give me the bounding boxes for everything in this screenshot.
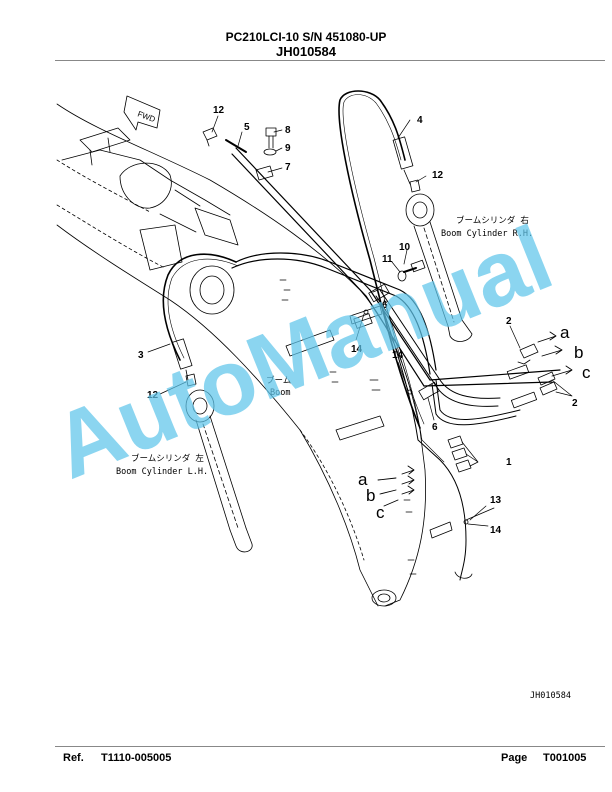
letter-b-left: b [366, 486, 375, 505]
letter-a-left: a [358, 470, 368, 489]
callouts: 12 5 8 9 7 4 12 10 11 2 2 1 3 12 14 14 6… [138, 105, 578, 536]
callout-9: 9 [285, 143, 291, 154]
callout-7: 7 [285, 162, 291, 173]
letter-a-right: a [560, 323, 570, 342]
diagram-code: JH010584 [276, 44, 336, 59]
cylinder-rh-jp-label: ブームシリンダ 右 [456, 215, 529, 226]
hose-4 [338, 90, 425, 429]
boom-cylinder-rh [405, 193, 473, 342]
callout-14-lower: 14 [490, 525, 502, 536]
callout-12-top: 12 [213, 105, 225, 116]
letter-c-left: c [376, 503, 385, 522]
cylinder-lh-jp-label: ブームシリンダ 左 [131, 453, 204, 464]
page-label: Page [501, 752, 528, 764]
callout-2-bottom: 2 [572, 398, 578, 409]
tube-assembly [225, 139, 561, 426]
boom-label: Boom [270, 388, 290, 398]
letter-c-right: c [582, 363, 591, 382]
callout-14-middle: 14 [392, 350, 404, 361]
callout-11: 11 [382, 254, 393, 265]
boom-jp-label: ブーム [266, 375, 291, 386]
callout-14-upper: 14 [351, 344, 363, 355]
callout-10: 10 [399, 242, 411, 253]
ref-label: Ref. [63, 752, 84, 764]
watermark: AutoManual [39, 207, 565, 499]
callout-1: 1 [506, 457, 512, 468]
callout-3: 3 [138, 350, 144, 361]
model-title: PC210LCI-10 S/N 451080-UP [225, 30, 387, 44]
fittings [185, 127, 558, 525]
callout-13: 13 [490, 495, 502, 506]
callout-6-lower: 6 [432, 422, 438, 433]
callout-6-upper: 6 [382, 300, 388, 311]
page-value: T001005 [543, 752, 587, 764]
ref-value: T1110-005005 [101, 752, 172, 764]
connection-arrows [377, 331, 573, 507]
fwd-label: FWD [136, 109, 156, 124]
fwd-arrow: FWD [123, 95, 161, 131]
drawing-number: JH010584 [530, 691, 571, 701]
leader-lines [147, 115, 573, 527]
footer-rule [55, 746, 605, 747]
callout-4: 4 [417, 115, 423, 126]
boom-cylinder-lh [185, 389, 253, 553]
cylinder-lh-label: Boom Cylinder L.H. [116, 467, 208, 477]
diagram-labels: ブームシリンダ 右 Boom Cylinder R.H. ブーム Boom ブー… [116, 215, 571, 701]
hose-13 [379, 299, 495, 581]
connection-letters: a b c a b c [358, 323, 591, 522]
letter-b-right: b [574, 343, 583, 362]
callout-12-left: 12 [147, 390, 159, 401]
cylinder-rh-label: Boom Cylinder R.H. [441, 229, 533, 239]
callout-12-right: 12 [432, 170, 444, 181]
callout-8: 8 [285, 125, 291, 136]
hose-3 [162, 253, 239, 381]
header-rule [55, 60, 605, 61]
callout-5: 5 [244, 122, 250, 133]
callout-2-top: 2 [506, 316, 512, 327]
